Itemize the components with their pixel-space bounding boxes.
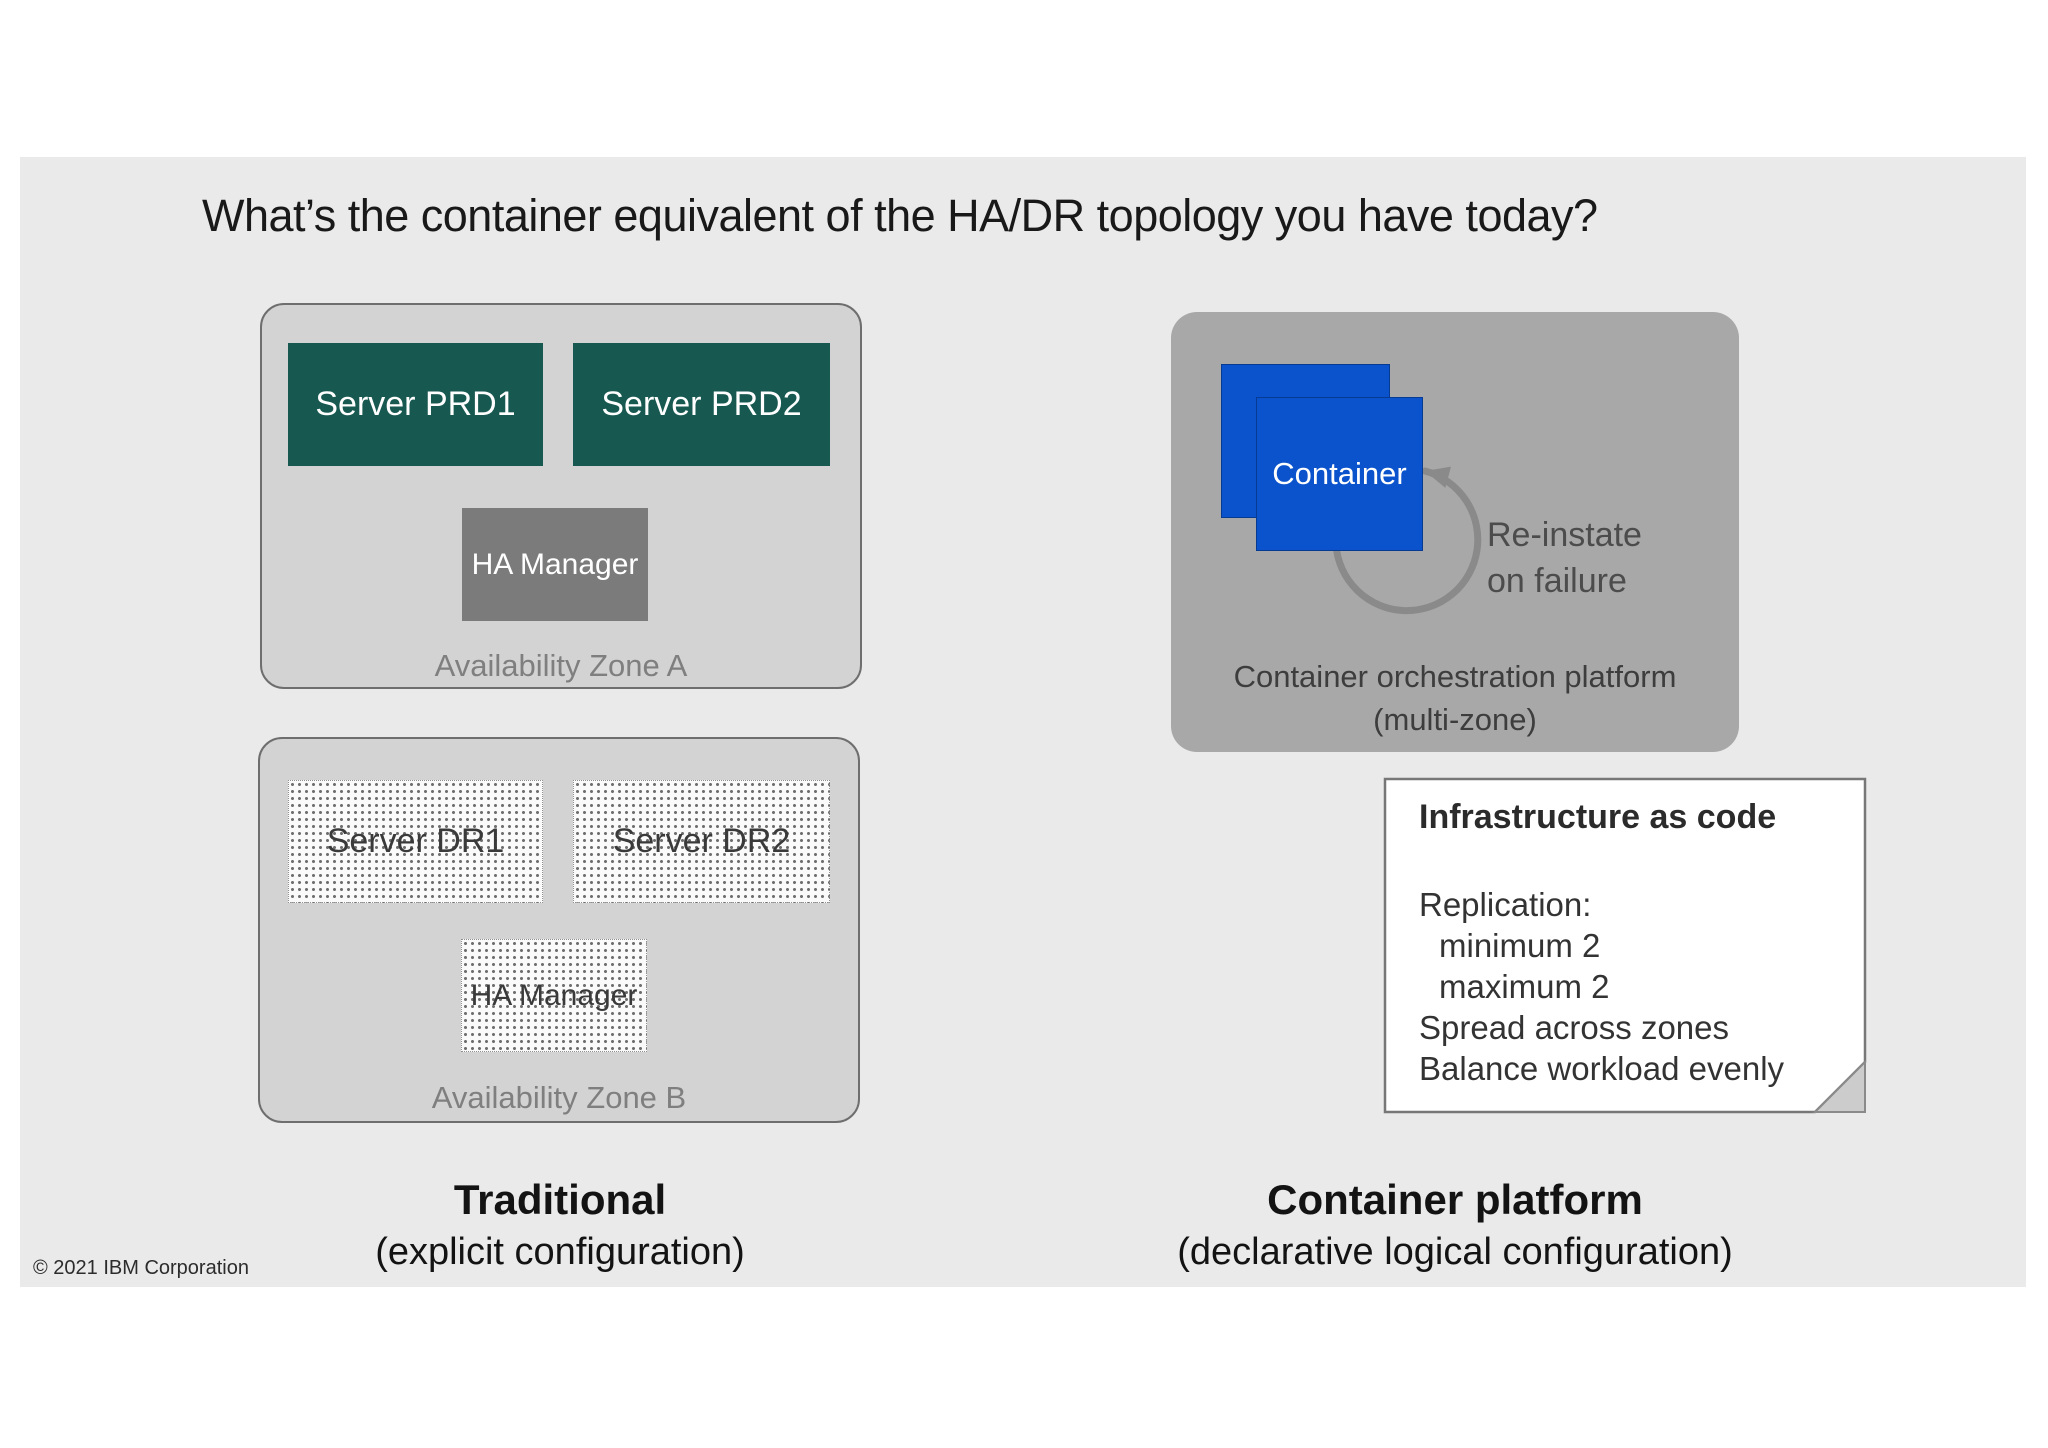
container-platform-caption-sub: (declarative logical configuration)	[1177, 1231, 1733, 1273]
container-platform-caption-title: Container platform	[1267, 1176, 1643, 1223]
container-front-square: Container	[1256, 397, 1423, 551]
container-platform-caption: Container platform (declarative logical …	[1150, 1176, 1760, 1274]
ha-manager-b-label: HA Manager	[470, 979, 638, 1012]
reinstate-label: Re-instate on failure	[1487, 512, 1642, 604]
server-dr1-label: Server DR1	[326, 822, 505, 860]
slide-title: What’s the container equivalent of the H…	[202, 190, 1598, 241]
note-title: Infrastructure as code	[1419, 798, 1777, 836]
reinstate-line1: Re-instate	[1487, 516, 1642, 554]
platform-caption: Container orchestration platform (multi-…	[1171, 655, 1739, 741]
ha-manager-a-box: HA Manager	[462, 508, 648, 621]
reinstate-line2: on failure	[1487, 562, 1627, 600]
ha-manager-b-box: HA Manager	[461, 939, 647, 1052]
traditional-caption-title: Traditional	[453, 1176, 667, 1223]
reinstate-arrow-icon	[1332, 466, 1482, 615]
note-line: Replication:	[1419, 886, 1592, 923]
container-label: Container	[1272, 456, 1407, 491]
traditional-caption: Traditional (explicit configuration)	[258, 1176, 862, 1274]
server-dr2-label: Server DR2	[612, 822, 791, 860]
traditional-caption-sub: (explicit configuration)	[375, 1231, 745, 1273]
server-prd2-label: Server PRD2	[601, 385, 802, 423]
server-prd1-box: Server PRD1	[288, 343, 543, 466]
platform-caption-line2: (multi-zone)	[1373, 702, 1537, 737]
availability-zone-b-label: Availability Zone B	[431, 1080, 687, 1115]
note-line: minimum 2	[1439, 927, 1601, 964]
folded-corner-icon	[1812, 1059, 1866, 1113]
server-prd1-label: Server PRD1	[315, 385, 516, 423]
server-prd2-box: Server PRD2	[573, 343, 830, 466]
server-dr1-box: Server DR1	[288, 780, 543, 903]
note-line: Spread across zones	[1419, 1009, 1730, 1046]
ha-manager-a-label: HA Manager	[471, 548, 639, 581]
note-shape	[1383, 777, 1867, 1114]
note-line: Balance workload evenly	[1419, 1050, 1785, 1087]
platform-caption-line1: Container orchestration platform	[1233, 659, 1677, 694]
note-line: maximum 2	[1439, 968, 1610, 1005]
availability-zone-a-label: Availability Zone A	[434, 648, 688, 683]
infrastructure-note: Infrastructure as code Replication: mini…	[1419, 797, 1839, 1089]
copyright-text: © 2021 IBM Corporation	[33, 1257, 249, 1279]
server-dr2-box: Server DR2	[573, 780, 830, 903]
